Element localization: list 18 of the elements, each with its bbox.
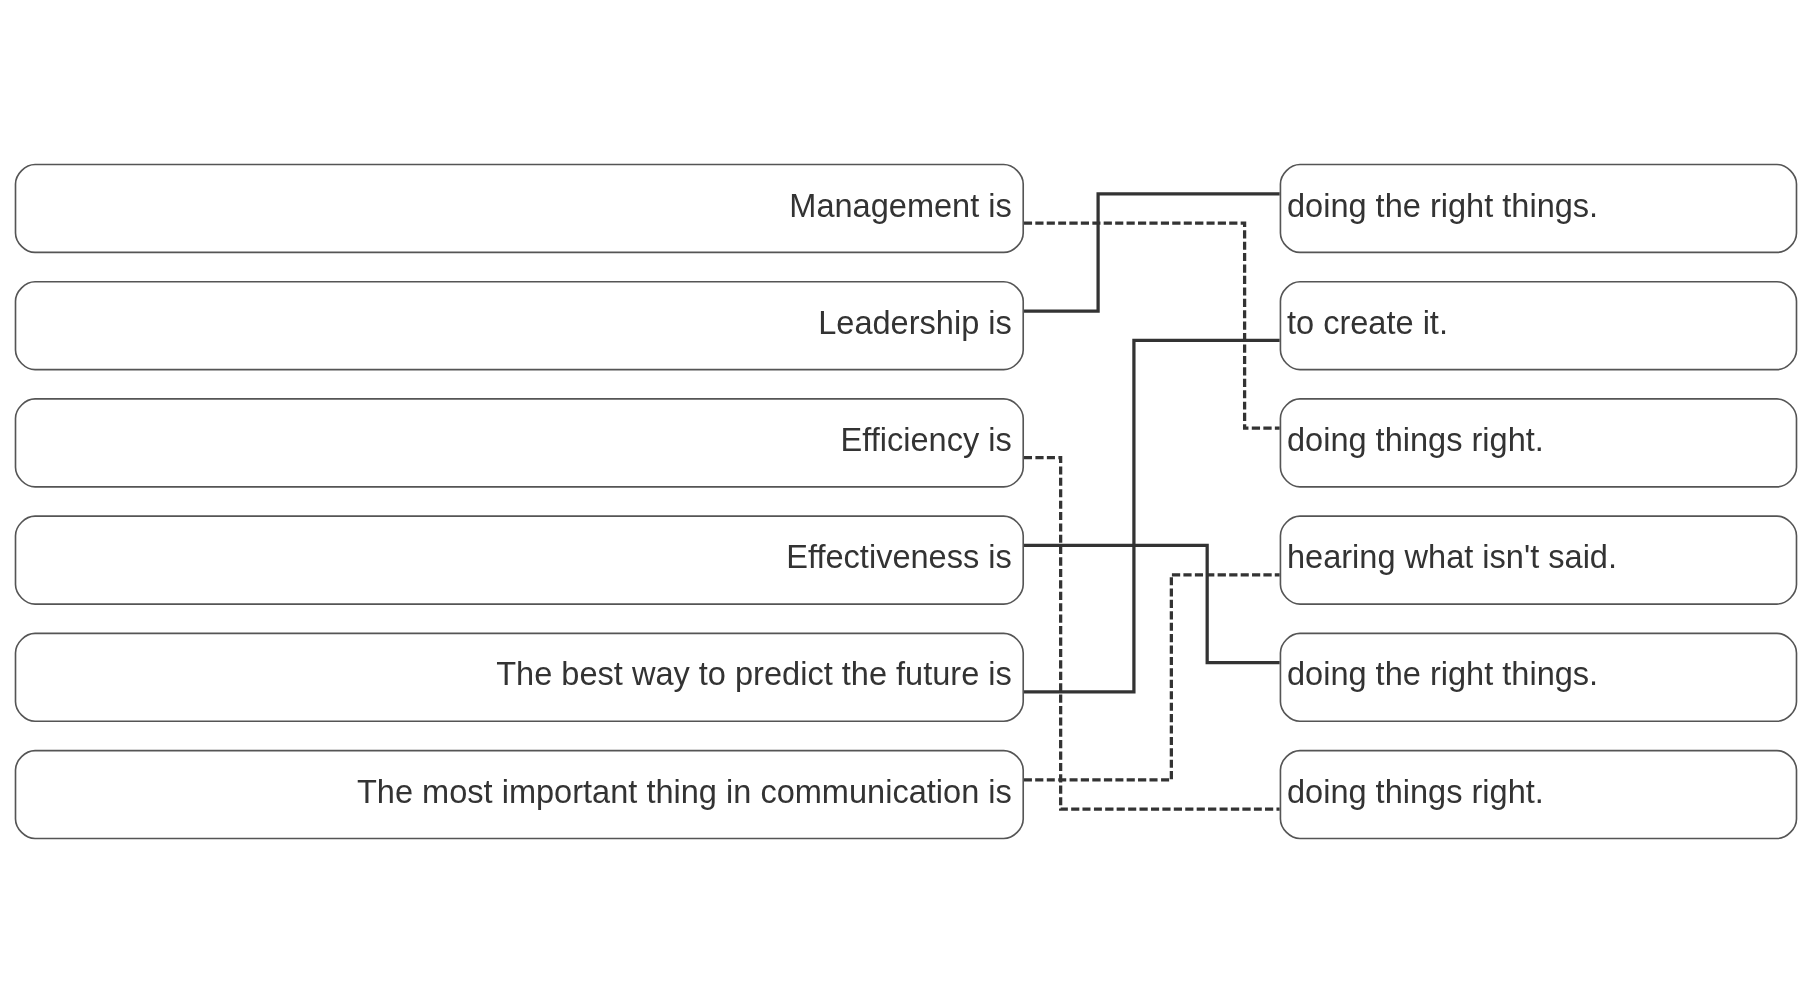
node-box: to create it. bbox=[1279, 280, 1798, 371]
connector bbox=[1024, 543, 1280, 665]
node-box: Management is bbox=[14, 163, 1025, 254]
node-box: doing things right. bbox=[1279, 749, 1798, 840]
node-box: Leadership is bbox=[14, 280, 1025, 371]
connector bbox=[1024, 455, 1280, 811]
node-box: The most important thing in communication is bbox=[14, 749, 1025, 840]
node-box: hearing what isn't said. bbox=[1279, 515, 1798, 605]
connector bbox=[1024, 221, 1280, 430]
connector bbox=[1024, 338, 1280, 694]
node-box: doing the right things. bbox=[1279, 632, 1798, 723]
connector bbox=[1024, 573, 1280, 782]
node-box: Effectiveness is bbox=[14, 515, 1025, 605]
node-box: doing the right things. bbox=[1279, 163, 1798, 254]
node-box: Efficiency is bbox=[14, 398, 1025, 488]
node-box: The best way to predict the future is bbox=[14, 632, 1025, 723]
node-box: doing things right. bbox=[1279, 398, 1798, 488]
connector bbox=[1024, 192, 1280, 313]
